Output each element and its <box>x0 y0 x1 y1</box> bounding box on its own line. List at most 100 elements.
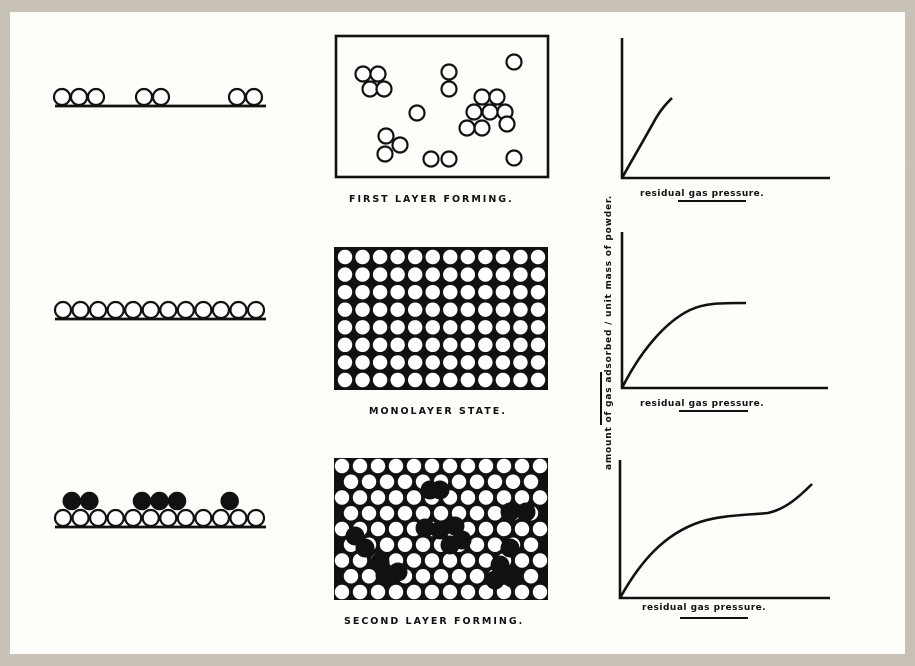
adsorbed-particle <box>355 373 369 387</box>
adsorbed-particle <box>344 475 358 489</box>
adsorbed-particle <box>160 302 176 318</box>
adsorbed-particle <box>496 338 510 352</box>
adsorbed-particle <box>338 285 352 299</box>
adsorbed-particle <box>496 355 510 369</box>
adsorbed-particle <box>55 510 71 526</box>
adsorbed-particle <box>496 320 510 334</box>
adsorbed-particle <box>478 338 492 352</box>
adsorbed-particle <box>338 303 352 317</box>
adsorbed-particle <box>426 285 440 299</box>
adsorbed-particle <box>373 355 387 369</box>
adsorbed-particle <box>434 506 448 520</box>
adsorbed-particle <box>378 147 393 162</box>
adsorbed-particle <box>479 522 493 536</box>
adsorbed-particle <box>443 250 457 264</box>
adsorbed-particle <box>443 303 457 317</box>
adsorbed-particle <box>353 585 367 599</box>
y-axis-label: amount of gas adsorbed / unit mass of po… <box>604 195 614 470</box>
adsorbed-particle <box>452 475 466 489</box>
adsorbed-particle <box>338 320 352 334</box>
adsorbed-particle <box>377 82 392 97</box>
adsorbed-particle <box>408 320 422 334</box>
adsorbed-particle <box>513 303 527 317</box>
adsorbed-particle <box>461 585 475 599</box>
adsorbed-particle <box>389 522 403 536</box>
adsorbed-particle <box>338 355 352 369</box>
adsorbed-particle <box>178 510 194 526</box>
adsorbed-particle <box>71 89 87 105</box>
adsorbed-particle <box>443 553 457 567</box>
adsorbed-particle <box>470 475 484 489</box>
adsorbed-particle <box>344 506 358 520</box>
second-layer-particle <box>151 493 168 510</box>
adsorbed-particle <box>488 475 502 489</box>
adsorbed-particle <box>515 459 529 473</box>
adsorbed-particle <box>393 138 408 153</box>
adsorbed-particle <box>461 320 475 334</box>
adsorbed-particle <box>380 538 394 552</box>
adsorbed-particle <box>426 373 440 387</box>
adsorbed-particle <box>390 250 404 264</box>
adsorbed-particle <box>531 320 545 334</box>
adsorbed-particle <box>54 89 70 105</box>
adsorbed-particle <box>478 267 492 281</box>
adsorbed-particle <box>195 510 211 526</box>
adsorbed-particle <box>426 320 440 334</box>
adsorbed-particle <box>390 320 404 334</box>
adsorbed-particle <box>478 373 492 387</box>
adsorbed-particle <box>461 355 475 369</box>
adsorbed-particle <box>513 285 527 299</box>
adsorbed-particle <box>479 459 493 473</box>
adsorbed-particle <box>355 285 369 299</box>
adsorbed-particle <box>407 585 421 599</box>
adsorbed-particle <box>488 506 502 520</box>
adsorbed-particle <box>356 67 371 82</box>
adsorbed-particle <box>470 538 484 552</box>
adsorbed-particle <box>355 250 369 264</box>
adsorbed-particle <box>88 89 104 105</box>
adsorbed-particle <box>461 303 475 317</box>
adsorbed-particle <box>373 320 387 334</box>
adsorbed-particle <box>371 490 385 504</box>
adsorbed-particle <box>443 355 457 369</box>
adsorbed-particle <box>531 250 545 264</box>
adsorbed-particle <box>73 510 89 526</box>
adsorbed-particle <box>416 506 430 520</box>
adsorbed-particle <box>513 355 527 369</box>
adsorbed-particle <box>515 490 529 504</box>
adsorbed-particle <box>363 82 378 97</box>
adsorbed-particle <box>470 506 484 520</box>
adsorbed-particle <box>230 510 246 526</box>
adsorbed-particle <box>426 303 440 317</box>
adsorbed-particle <box>355 303 369 317</box>
adsorbed-particle <box>490 90 505 105</box>
adsorbed-particle <box>335 459 349 473</box>
adsorbed-particle <box>335 553 349 567</box>
top-view-monolayer <box>334 247 548 390</box>
adsorbed-particle <box>355 355 369 369</box>
adsorbed-particle <box>478 303 492 317</box>
adsorbed-particle <box>229 89 245 105</box>
adsorbed-particle <box>496 267 510 281</box>
adsorbed-particle <box>338 250 352 264</box>
adsorbed-particle <box>443 267 457 281</box>
adsorbed-particle <box>531 373 545 387</box>
adsorbed-particle <box>390 355 404 369</box>
adsorbed-particle <box>426 338 440 352</box>
adsorbed-particle <box>408 250 422 264</box>
adsorbed-particle <box>443 320 457 334</box>
adsorbed-particle <box>389 585 403 599</box>
adsorbed-particle <box>533 490 547 504</box>
adsorbed-particle <box>442 65 457 80</box>
adsorbed-particle <box>389 490 403 504</box>
adsorbed-particle <box>426 355 440 369</box>
adsorbed-particle <box>248 302 264 318</box>
second-layer-particle <box>486 571 505 590</box>
adsorbed-particle <box>513 250 527 264</box>
second-layer-particle <box>221 493 238 510</box>
adsorbed-particle <box>496 303 510 317</box>
adsorbed-particle <box>371 522 385 536</box>
adsorbed-particle <box>143 510 159 526</box>
